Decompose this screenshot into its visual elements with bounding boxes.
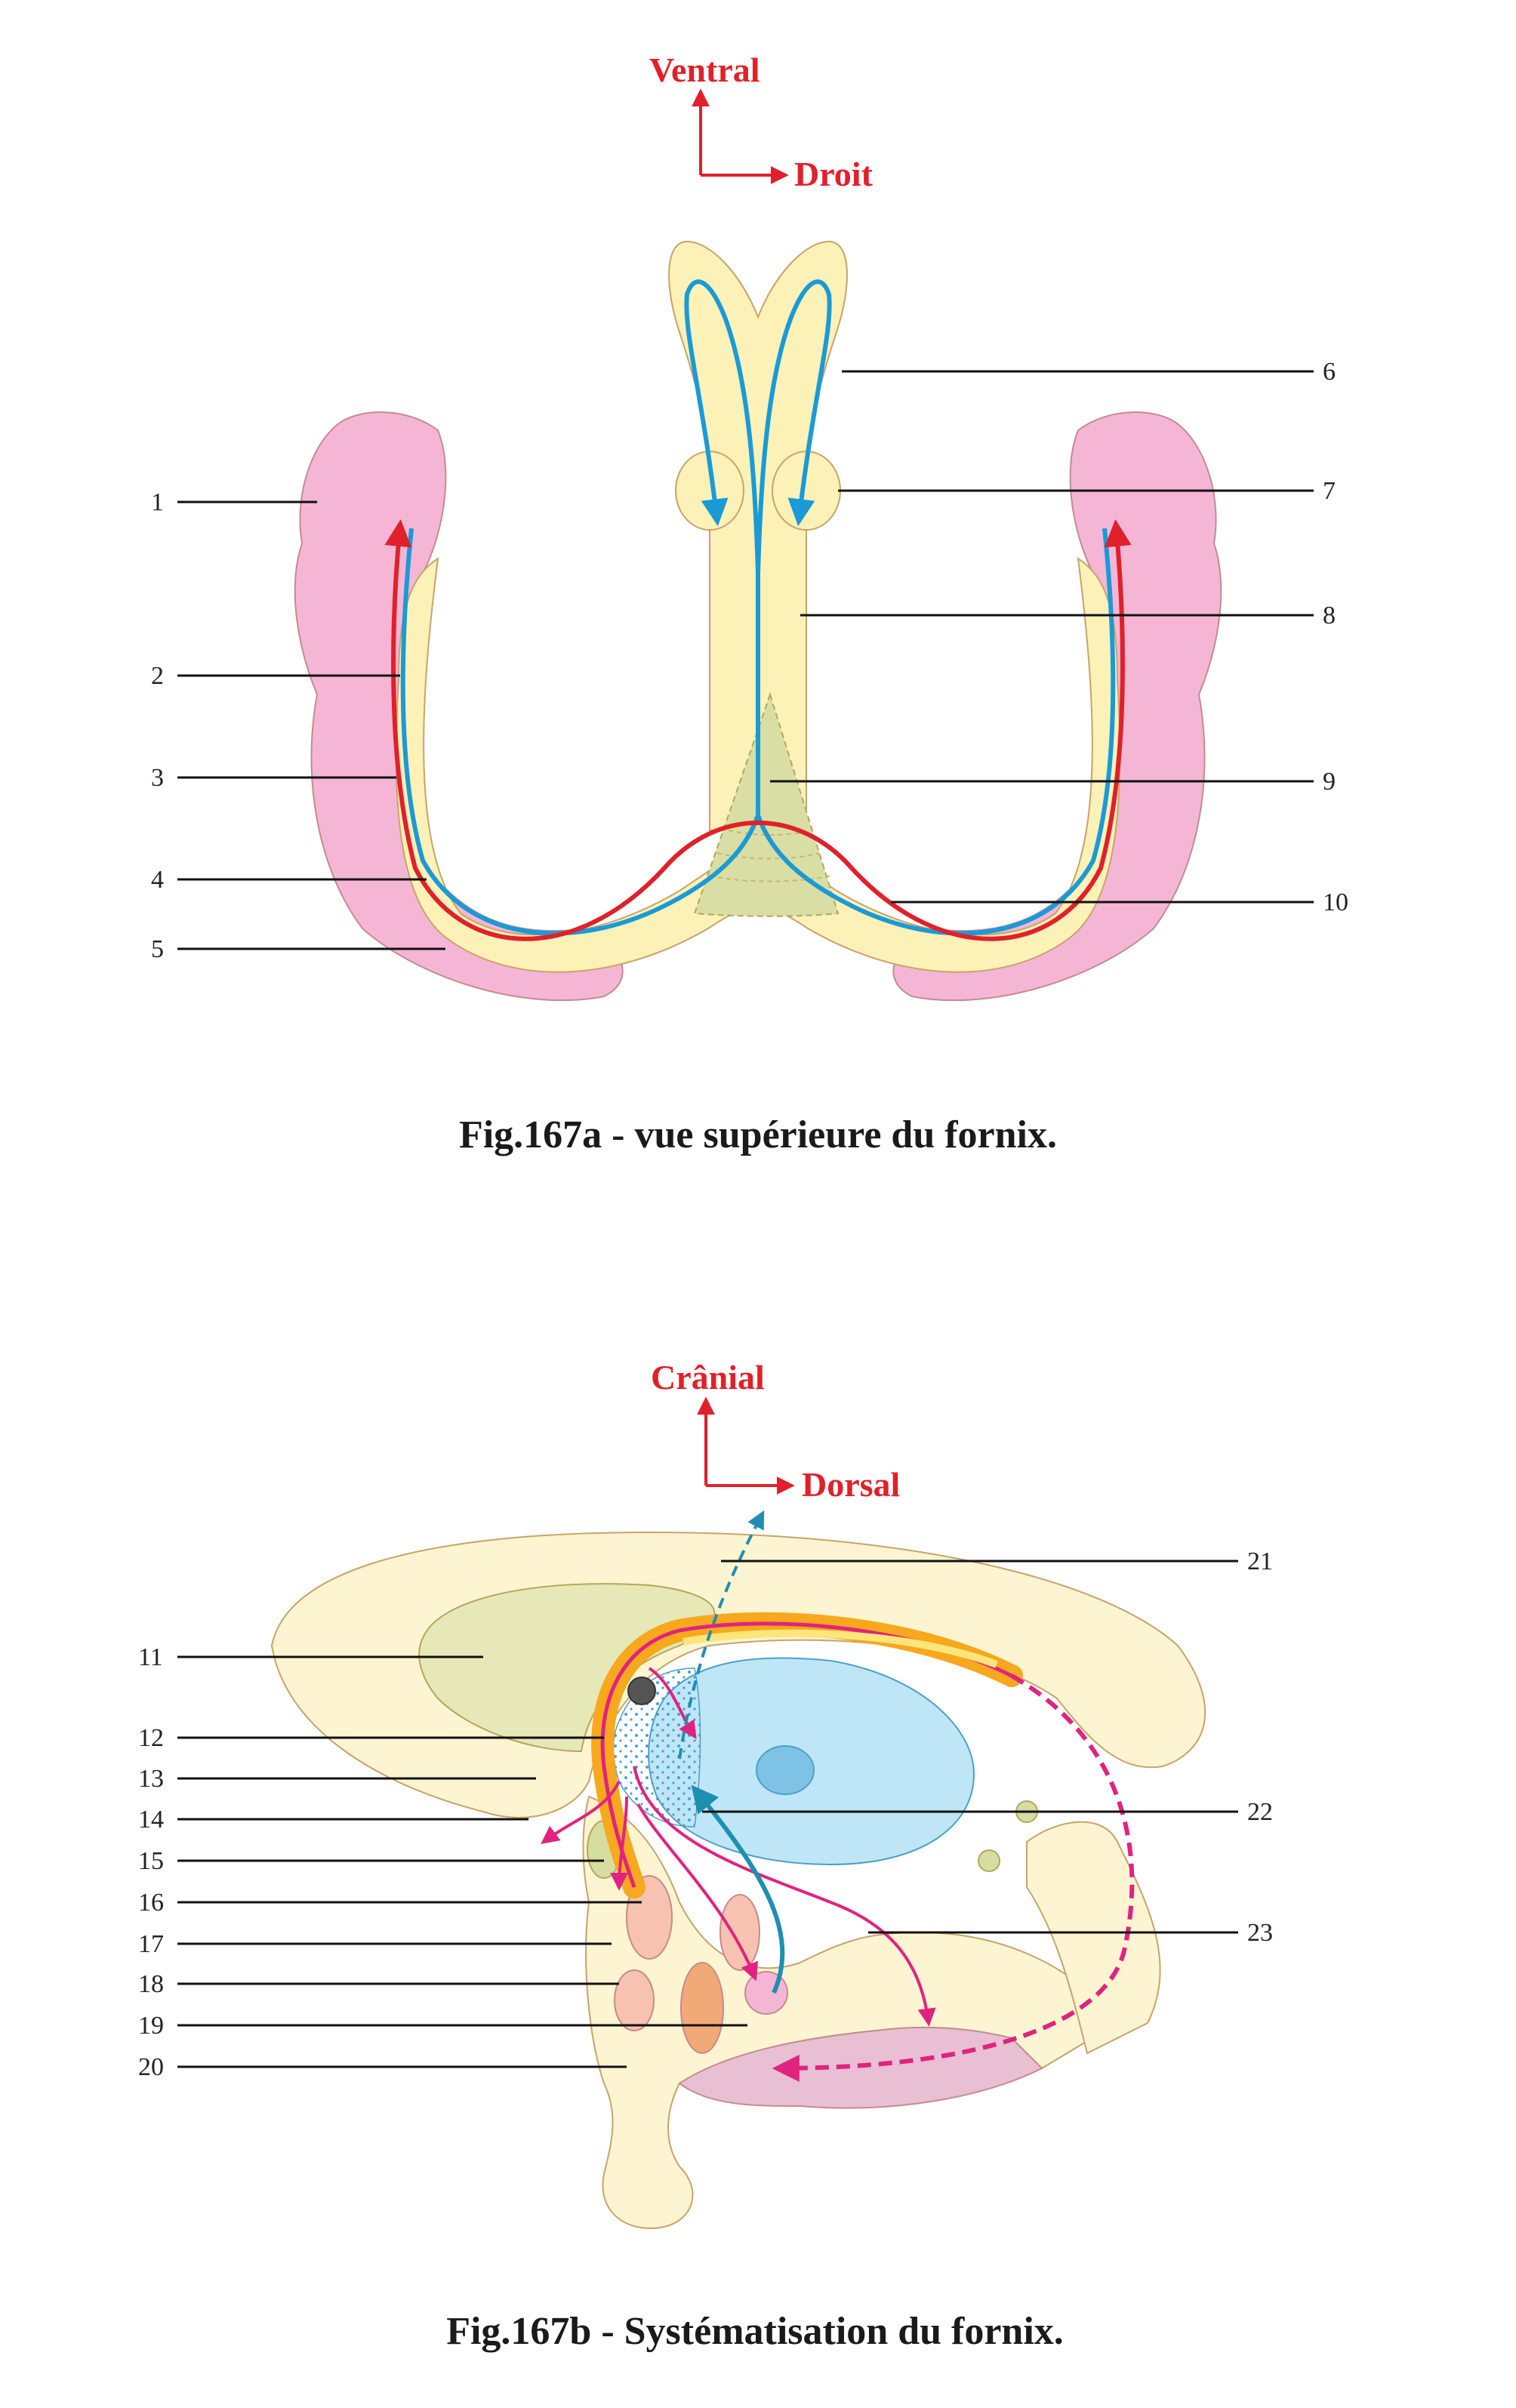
magenta-pathway-5 [648,1667,697,1739]
posterior-structures [1026,1821,1161,2055]
label-11: 11 [138,1643,163,1671]
label-13: 13 [138,1765,164,1793]
orientation-indicator-b: Crânial Dorsal [651,1358,900,1504]
label-9: 9 [1323,768,1336,796]
label-14: 14 [138,1806,164,1834]
label-8: 8 [1323,602,1336,630]
label-1: 1 [151,488,164,516]
magenta-pathway-3 [610,1796,629,1891]
label-12: 12 [138,1724,164,1752]
dark-nucleus [627,1677,656,1705]
magenta-pathway-2 [541,1781,621,1844]
orientation-label-cranial: Crânial [651,1358,765,1396]
small-green-nucleus-2 [978,1849,1000,1872]
nucleus-salmon-2 [680,1962,724,2054]
label-7: 7 [1323,477,1336,505]
label-4: 4 [151,866,164,894]
thalamic-nucleus [756,1745,815,1795]
number-labels-b: 11 12 13 14 15 16 17 18 19 20 21 22 23 [138,1547,1273,2081]
blue-pathway [400,279,760,936]
label-17: 17 [138,1930,164,1958]
label-6: 6 [1323,358,1336,386]
magenta-pathway-4 [636,1803,759,1982]
label-19: 19 [138,2012,164,2040]
cingulate-region [418,1583,716,1753]
label-22: 22 [1247,1798,1273,1826]
label-15: 15 [138,1847,164,1875]
orientation-label-ventral: Ventral [649,51,760,89]
orientation-indicator-a: Ventral Droit [649,51,874,193]
red-commissural-pathway [384,519,1132,941]
magenta-pathway-1 [633,1766,936,2027]
label-3: 3 [151,764,164,792]
figure-a: Ventral Droit [151,51,1348,1156]
caption-figure-b: Fig.167b - Systématisation du fornix. [446,2310,1064,2353]
label-18: 18 [138,1970,164,1998]
orientation-label-dorsal: Dorsal [802,1465,900,1504]
teal-dashed-pathway [678,1510,765,1760]
label-23: 23 [1247,1919,1273,1947]
magenta-dashed-pathway [772,1674,1135,2082]
label-20: 20 [138,2053,164,2081]
label-10: 10 [1323,888,1348,916]
label-2: 2 [151,662,164,690]
label-16: 16 [138,1889,164,1917]
label-21: 21 [1247,1547,1273,1575]
number-labels-a: 1 2 3 4 5 6 7 8 9 10 [151,358,1348,963]
orientation-label-droit: Droit [794,155,874,193]
leaders-a [177,370,1314,950]
nucleus-salmon-3 [719,1894,760,1971]
teal-pathway [691,1784,785,1994]
leaders-b [177,1560,1238,2068]
figure-b: Crânial Dorsal [138,1358,1273,2353]
caption-figure-a: Fig.167a - vue supérieure du fornix. [459,1113,1057,1156]
nucleus-salmon-4 [614,1969,655,2031]
label-5: 5 [151,935,164,963]
